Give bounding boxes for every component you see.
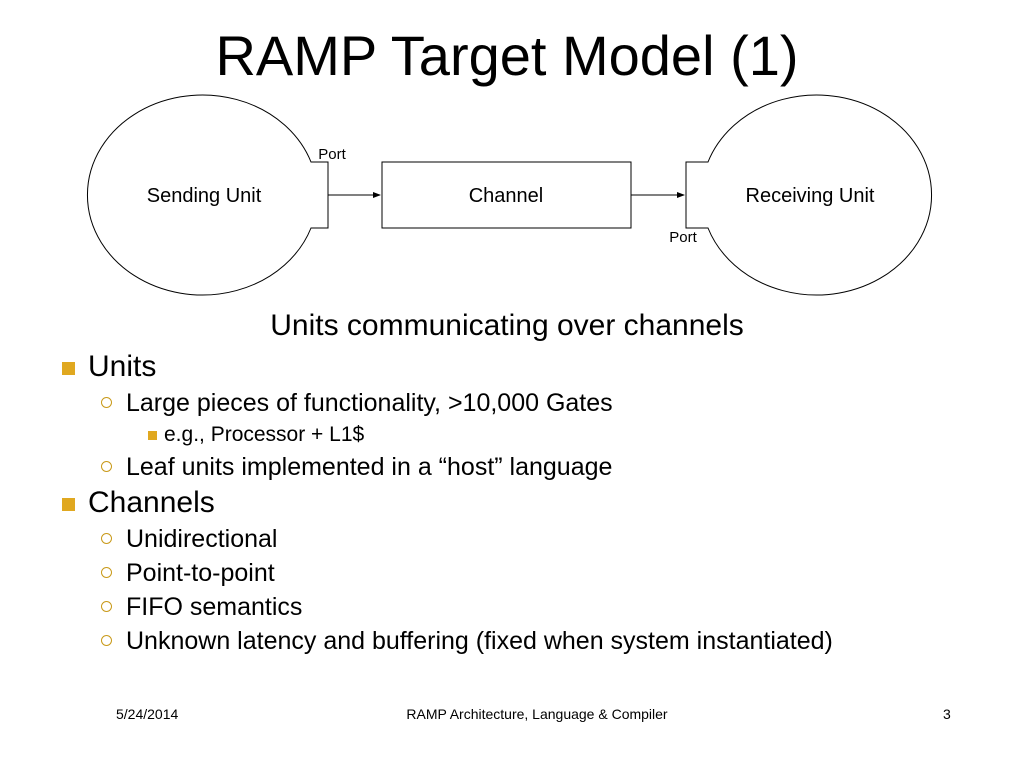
sending-unit-circle <box>87 94 329 296</box>
bullet-units-sub1-sub: e.g., Processor + L1$ <box>0 420 1024 450</box>
footer-page-number: 3 <box>943 706 951 722</box>
channel-label: Channel <box>469 185 544 207</box>
bullet-units-sub2-text: Leaf units implemented in a “host” langu… <box>126 453 613 481</box>
bullet-units: Units <box>0 348 1024 386</box>
square-bullet-icon <box>148 431 157 440</box>
slide-title: RAMP Target Model (1) <box>215 24 799 87</box>
bullet-units-sub2: Leaf units implemented in a “host” langu… <box>0 450 1024 484</box>
bullet-units-sub1-text: Large pieces of functionality, >10,000 G… <box>126 389 613 417</box>
bullet-units-sub1-sub-text: e.g., Processor + L1$ <box>164 423 365 446</box>
bullet-channels-text: Channels <box>88 486 215 519</box>
footer-date: 5/24/2014 <box>116 706 179 722</box>
bullet-channels-item: Unknown latency and buffering (fixed whe… <box>0 624 1024 658</box>
port-label-top: Port <box>318 146 346 163</box>
bullet-channels-item: Unidirectional <box>0 522 1024 556</box>
bullet-list: Units Large pieces of functionality, >10… <box>0 348 1024 658</box>
circle-bullet-icon <box>101 461 112 472</box>
bullet-channels-item-text: Unknown latency and buffering (fixed whe… <box>126 627 833 655</box>
sending-unit-label: Sending Unit <box>147 185 262 207</box>
bullet-channels-item-text: Point-to-point <box>126 559 275 587</box>
port-label-bottom: Port <box>669 229 697 246</box>
bullet-channels-item: Point-to-point <box>0 556 1024 590</box>
footer-title: RAMP Architecture, Language & Compiler <box>406 706 668 722</box>
circle-bullet-icon <box>101 635 112 646</box>
bullet-channels-item-text: FIFO semantics <box>126 593 303 621</box>
bullet-channels-item: FIFO semantics <box>0 590 1024 624</box>
channel-box <box>381 161 632 229</box>
receiving-unit-label: Receiving Unit <box>746 185 875 207</box>
square-bullet-icon <box>62 362 75 375</box>
bullet-units-sub1: Large pieces of functionality, >10,000 G… <box>0 386 1024 420</box>
circle-bullet-icon <box>101 397 112 408</box>
bullet-channels: Channels <box>0 484 1024 522</box>
diagram-caption: Units communicating over channels <box>270 309 744 342</box>
circle-bullet-icon <box>101 567 112 578</box>
receiving-unit-circle <box>685 94 932 296</box>
circle-bullet-icon <box>101 533 112 544</box>
circle-bullet-icon <box>101 601 112 612</box>
bullet-channels-item-text: Unidirectional <box>126 525 278 553</box>
bullet-units-text: Units <box>88 350 157 383</box>
square-bullet-icon <box>62 498 75 511</box>
